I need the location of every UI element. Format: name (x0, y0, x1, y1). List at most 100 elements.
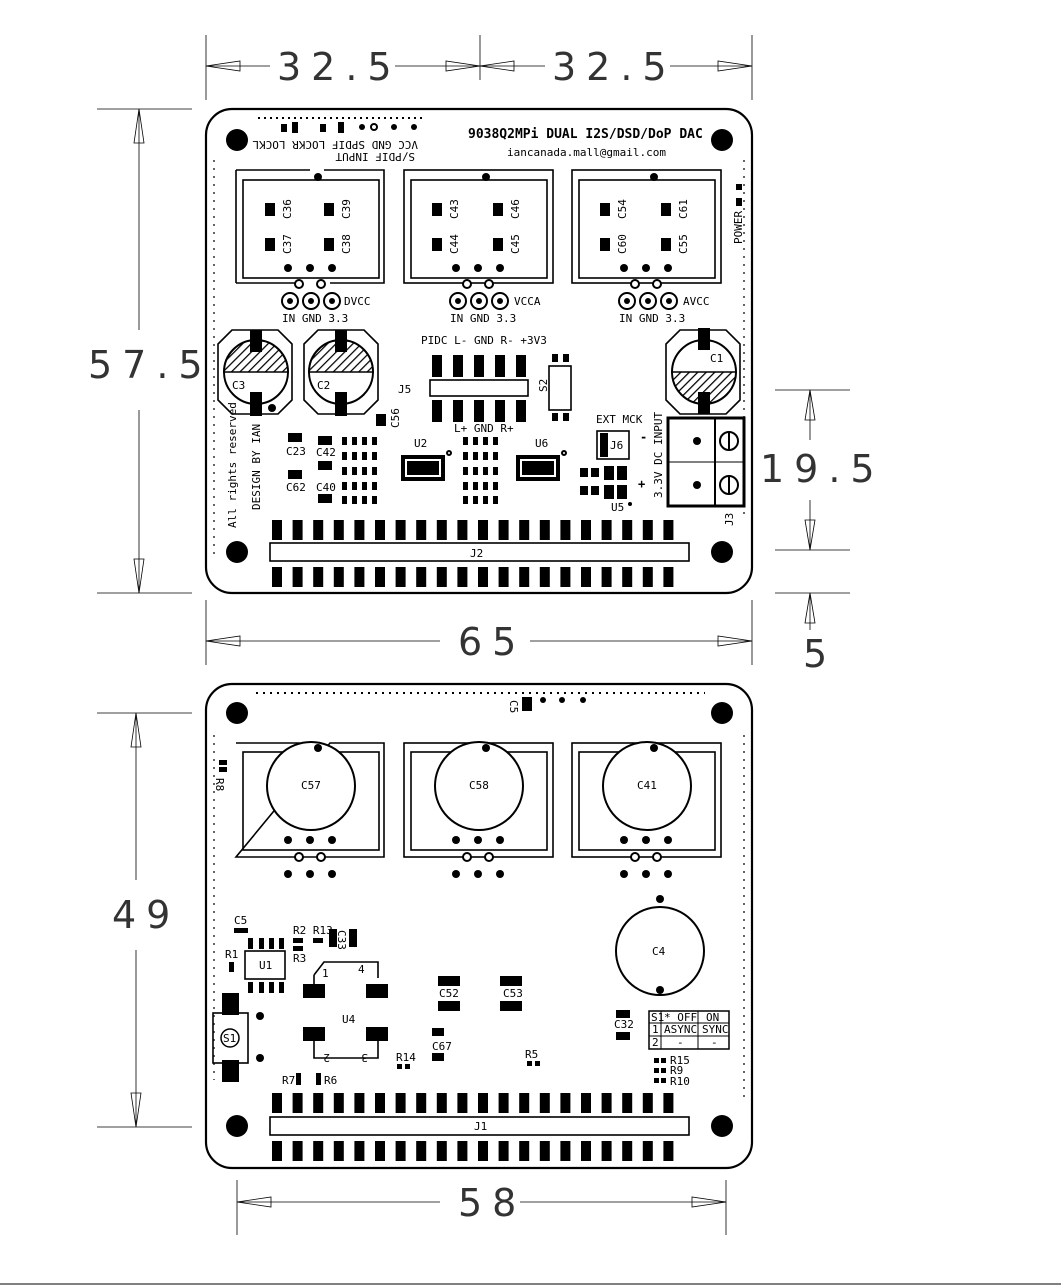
dim-dc-input: 19.5 (760, 447, 885, 491)
board-email: iancanada.mall@gmail.com (507, 146, 666, 159)
bottom-dimensions: 49 58 (97, 712, 727, 1235)
minus-sign: - (640, 430, 647, 444)
r7-label: R7 (282, 1074, 295, 1087)
header-pin (581, 520, 591, 540)
header-pin (581, 1141, 591, 1161)
c67-label: C67 (432, 1040, 452, 1053)
header-pin (395, 1093, 406, 1113)
c57-label: C57 (301, 779, 321, 792)
header-pin (642, 520, 653, 540)
u4-pin2: 2 (323, 1051, 330, 1064)
ext-mck-label: EXT MCK (596, 413, 643, 426)
c23-label: C23 (286, 445, 306, 458)
header-pin (354, 520, 365, 540)
header-pin (375, 1093, 385, 1113)
header-pin (416, 1141, 427, 1161)
c5-top-label: C5 (507, 700, 520, 713)
j3-label: J3 (723, 513, 736, 526)
header-pin (272, 1141, 282, 1161)
header-pin (601, 520, 612, 540)
header-pin (519, 1093, 530, 1113)
header-j1: J1 (269, 1093, 690, 1161)
r2r13-label: R2 R13 (293, 924, 333, 937)
switch-s1: S1 (212, 993, 264, 1082)
u6-label: U6 (535, 437, 548, 450)
cap-label: C60 (616, 234, 629, 254)
chip-u6: U6 (516, 437, 567, 481)
header-pin (601, 567, 612, 587)
bottom-board-outline (204, 682, 754, 1170)
c40-label: C40 (316, 481, 336, 494)
reg-name: AVCC (683, 295, 710, 308)
header-pin (292, 520, 303, 540)
header-pin (642, 567, 653, 587)
header-pin (292, 1093, 303, 1113)
spdif-labels: VCC GND SPDIF LOCKR LOCKL (252, 138, 418, 151)
mount-hole (226, 541, 248, 563)
design-label: DESIGN BY IAN (250, 424, 263, 510)
reg-pins: IN GND 3.3 (619, 312, 685, 325)
c53-label: C53 (503, 987, 523, 1000)
cap-label: C36 (281, 199, 294, 219)
cap-label: C54 (616, 199, 629, 219)
header-pin (457, 520, 468, 540)
header-j2: J2 (269, 520, 690, 587)
s2-label: S2 (537, 379, 550, 392)
header-pin (498, 1141, 509, 1161)
regulator-module-2 (403, 169, 554, 289)
table-cell: * OFF (664, 1011, 697, 1024)
header-pin (498, 1093, 509, 1113)
bottom-module-1: C57 (234, 741, 385, 878)
reg-name: DVCC (344, 295, 371, 308)
dim-edge: 5 (803, 632, 837, 676)
dim-top-left: 32.5 (277, 45, 402, 89)
dim-top-right: 32.5 (552, 45, 677, 89)
header-pin (478, 1093, 488, 1113)
regulator-module-1 (235, 169, 385, 289)
cap-label: C46 (509, 199, 522, 219)
header-pin (333, 1093, 344, 1113)
r3-label: R3 (293, 952, 306, 965)
j5-label: J5 (398, 383, 411, 396)
header-pin (416, 520, 427, 540)
header-pin (622, 520, 633, 540)
u1-label: U1 (259, 959, 272, 972)
header-pin (416, 1093, 427, 1113)
chip-u2: U2 (401, 437, 452, 481)
header-pin (375, 520, 385, 540)
header-pin (436, 1093, 447, 1113)
cap-c1-label: C1 (710, 352, 723, 365)
header-pin (539, 520, 550, 540)
bottom-module-2: C58 (403, 741, 554, 878)
top-dimensions: 32.5 32.5 57.5 65 19.5 5 (88, 35, 885, 676)
r9-label: R9 (670, 1064, 683, 1077)
c42-label: C42 (316, 446, 336, 459)
table-cell: 2 (652, 1036, 659, 1049)
cap-c1: C1 (665, 328, 741, 415)
header-pin (292, 1141, 303, 1161)
cap-label: C37 (281, 234, 294, 254)
reg-pins: IN GND 3.3 (450, 312, 516, 325)
mount-hole (711, 129, 733, 151)
table-cell: ASYNC (664, 1023, 697, 1036)
rights-label: All rights reserved (226, 402, 239, 528)
chip-u4: 1 4 U4 2 3 (303, 961, 388, 1064)
header-pin (313, 1141, 324, 1161)
dim-top-height: 57.5 (88, 343, 213, 387)
cap-c3: C3 (217, 329, 293, 416)
dc-input-connector: 3.3V DC INPUT J3 (652, 412, 746, 526)
c41-label: C41 (637, 779, 657, 792)
switch-table: S1 * OFF ON 1 ASYNC SYNC 2 - - (648, 1010, 730, 1050)
header-pin (313, 520, 324, 540)
u4-label: U4 (342, 1013, 356, 1026)
header-pin (395, 1141, 406, 1161)
c33-label: C33 (335, 930, 348, 950)
c56-label: C56 (389, 408, 402, 428)
header-pin (663, 567, 674, 587)
table-cell: SYNC (702, 1023, 729, 1036)
header-pin (642, 1141, 653, 1161)
dc-input-label: 3.3V DC INPUT (652, 412, 665, 498)
dim-top-width: 65 (458, 620, 526, 664)
r10-label: R10 (670, 1075, 690, 1088)
header-pin (498, 567, 509, 587)
